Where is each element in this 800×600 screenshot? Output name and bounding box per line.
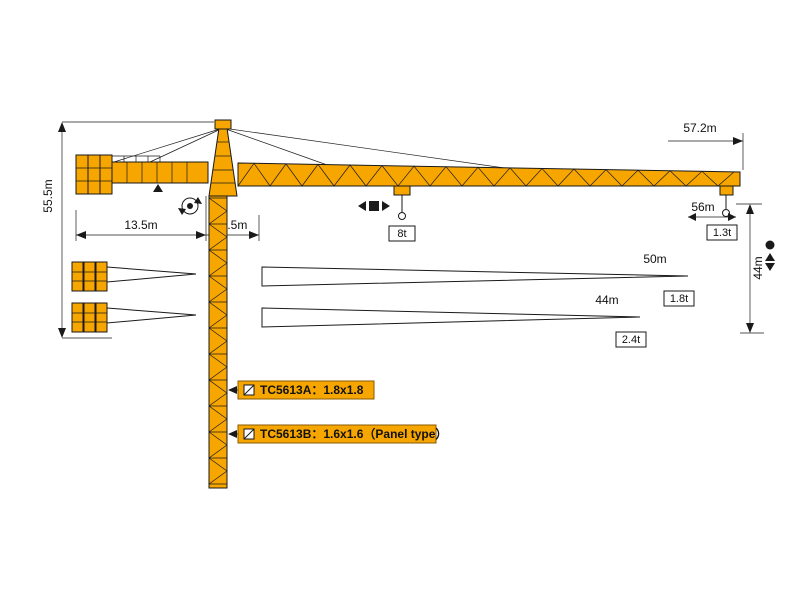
counterweight-stack	[75, 154, 113, 195]
tip-hook	[719, 185, 734, 217]
tip-load-badge: 1.3t	[706, 224, 738, 241]
section-symbol-icon	[243, 384, 255, 396]
counterweight-option-2	[71, 302, 197, 333]
mast-label-a-box	[237, 380, 375, 400]
tip-load-label: 1.3t	[713, 227, 731, 239]
tower-mast	[208, 195, 228, 489]
total-height-label: 55.5m	[41, 179, 55, 212]
jib-option-50m: 50m 1.8t	[261, 252, 695, 307]
load-50m-badge	[663, 290, 695, 307]
max-radius-label: 57.2m	[683, 121, 716, 135]
mast-label-b-box	[237, 424, 437, 444]
trolley-hook	[393, 185, 411, 220]
slew-pointer-icon	[153, 184, 163, 192]
dimension-max-radius: 57.2m	[668, 121, 744, 170]
load-44m-badge	[615, 331, 647, 348]
dimension-lift-height: 44m	[736, 203, 765, 334]
jib-50m-label: 50m	[643, 252, 666, 266]
jib-lattice	[237, 162, 735, 187]
counterweight-option-1	[71, 261, 197, 292]
counter-radius-label: 13.5m	[124, 218, 157, 232]
counter-jib	[111, 155, 209, 184]
load-50m-label: 1.8t	[670, 293, 688, 305]
mast-label-b: TC5613B：1.6x1.6（Panel type）	[228, 424, 447, 444]
mast-label-a: TC5613A：1.8x1.8	[228, 380, 375, 400]
dimension-counter-radius: 13.5m	[75, 196, 207, 241]
jib-option-44m: 44m 2.4t	[261, 293, 647, 348]
mast-lattice	[208, 197, 228, 485]
load-44m-label: 2.4t	[622, 334, 640, 346]
mid-load-badge: 8t	[388, 225, 416, 242]
trolley-direction-icon	[358, 201, 390, 211]
jib	[237, 162, 741, 187]
tower-head	[208, 119, 238, 197]
mid-load-label: 8t	[397, 228, 406, 240]
hoist-icon	[765, 240, 775, 271]
section-symbol-icon	[243, 428, 255, 440]
lift-height-label: 44m	[751, 256, 765, 279]
slewing-icon	[178, 197, 202, 215]
jib-44m-label: 44m	[595, 293, 618, 307]
tip-radius-label: 56m	[691, 200, 714, 214]
dimension-tip-radius: 56m	[688, 200, 736, 221]
mast-label-b-text: TC5613B：1.6x1.6（Panel type）	[260, 426, 447, 441]
mast-label-a-text: TC5613A：1.8x1.8	[260, 383, 364, 397]
dimension-total-height: 55.5m	[41, 121, 214, 339]
